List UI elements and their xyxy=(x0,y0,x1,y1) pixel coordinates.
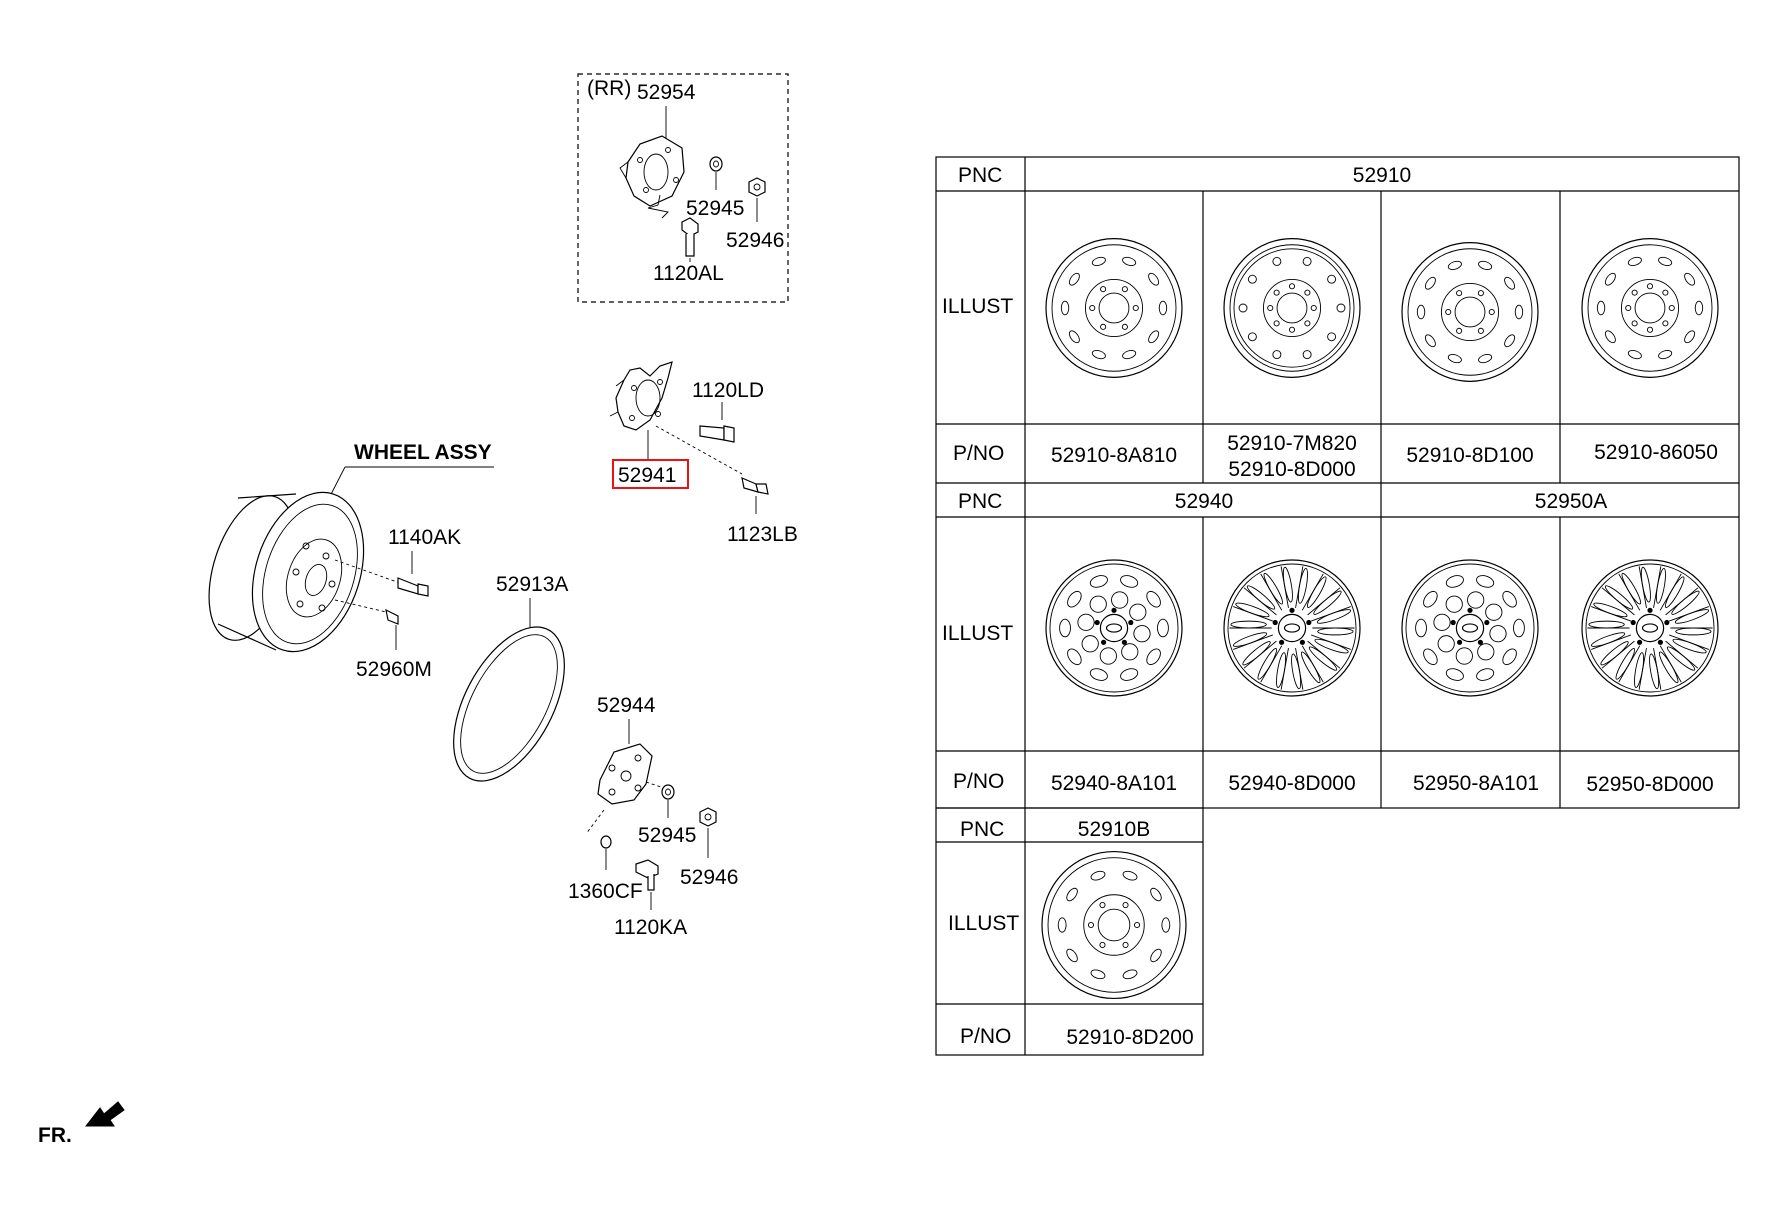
pno-52910-8D100[interactable]: 52910-8D100 xyxy=(1406,444,1533,467)
row-label-pnc-1: PNC xyxy=(958,164,1002,187)
pno-52910-7M820[interactable]: 52910-7M820 xyxy=(1227,432,1357,455)
nut-52946-icon xyxy=(699,807,717,827)
illust-steel-wheel-1 xyxy=(1045,238,1183,378)
part-label-1360CF[interactable]: 1360CF xyxy=(568,880,643,903)
bolt-1123LB-icon xyxy=(741,476,769,495)
side-ring-icon xyxy=(453,626,565,782)
illust-steel-wheel-5 xyxy=(1041,850,1187,1000)
illust-wheel-cover-4 xyxy=(1581,559,1719,697)
part-label-52945[interactable]: 52945 xyxy=(638,824,696,847)
pno-52910-8D200[interactable]: 52910-8D200 xyxy=(1066,1026,1193,1049)
front-direction-marker: FR. xyxy=(38,1101,125,1147)
stud-52960M-icon xyxy=(385,608,399,625)
illust-steel-wheel-4 xyxy=(1581,238,1719,378)
illust-wheel-cover-3 xyxy=(1401,559,1539,697)
part-label-1120LD[interactable]: 1120LD xyxy=(692,379,764,402)
illustrations xyxy=(1041,238,1719,1000)
rr-carrier-bracket-icon xyxy=(619,135,685,207)
highlight-box-52941 xyxy=(612,459,689,489)
front-marker-label: FR. xyxy=(38,1124,72,1147)
part-label-52945-rr[interactable]: 52945 xyxy=(686,197,744,220)
part-label-52941[interactable]: 52941 xyxy=(618,464,676,487)
pno-52940-8D000[interactable]: 52940-8D000 xyxy=(1228,772,1355,795)
rr-nut-icon xyxy=(748,177,766,197)
illust-wheel-cover-2 xyxy=(1223,559,1361,697)
pnc-52910: 52910 xyxy=(1353,164,1411,187)
side-ring-group: 52913A xyxy=(453,573,568,782)
front-arrow-icon xyxy=(84,1101,125,1127)
row-label-illust-3: ILLUST xyxy=(948,912,1019,935)
part-label-52944[interactable]: 52944 xyxy=(597,694,656,717)
rr-washer-icon xyxy=(709,156,723,172)
rr-bolt-icon xyxy=(681,217,699,257)
row-label-illust-2: ILLUST xyxy=(942,622,1013,645)
part-label-52954[interactable]: 52954 xyxy=(637,81,696,104)
part-table: PNC ILLUST P/NO PNC ILLUST P/NO PNC ILLU… xyxy=(935,156,1740,1056)
hub-bracket-plate-icon xyxy=(597,743,653,805)
row-label-pnc-3: PNC xyxy=(960,818,1004,841)
pnc-52940: 52940 xyxy=(1175,490,1233,513)
part-label-52946[interactable]: 52946 xyxy=(680,866,738,889)
row-label-pno-3: P/NO xyxy=(960,1025,1011,1048)
rr-tag-label: (RR) xyxy=(587,77,631,100)
hub-bracket-group: 52944 52945 52946 xyxy=(568,694,738,939)
rr-group-frame xyxy=(577,73,789,303)
illust-wheel-cover-1 xyxy=(1045,559,1183,697)
part-label-52960M[interactable]: 52960M xyxy=(356,658,432,681)
steel-wheel-assembly-icon xyxy=(208,491,365,653)
bolt-1120KA-icon xyxy=(635,859,659,891)
row-label-pno-1: P/NO xyxy=(953,442,1004,465)
rr-group: (RR) 52954 52945 xyxy=(577,73,789,303)
wheel-assy-label[interactable]: WHEEL ASSY xyxy=(354,441,492,464)
front-carrier-group: 1120LD 52941 1123LB xyxy=(609,361,798,546)
bolt-1140AK-icon xyxy=(397,577,429,597)
part-label-1140AK[interactable]: 1140AK xyxy=(388,526,461,549)
illust-steel-wheel-3 xyxy=(1401,242,1539,382)
pno-52950-8D000[interactable]: 52950-8D000 xyxy=(1586,773,1713,796)
row-label-pnc-2: PNC xyxy=(958,490,1002,513)
pnc-52950A: 52950A xyxy=(1535,490,1607,513)
front-carrier-bracket-icon xyxy=(609,361,673,431)
pno-52910-8D000[interactable]: 52910-8D000 xyxy=(1228,458,1355,481)
clip-1360CF-icon xyxy=(600,835,612,849)
pno-52910-86050[interactable]: 52910-86050 xyxy=(1594,441,1718,464)
bolt-1120LD-icon xyxy=(699,425,735,443)
part-label-1120KA[interactable]: 1120KA xyxy=(614,916,687,939)
pno-52940-8A101[interactable]: 52940-8A101 xyxy=(1051,772,1177,795)
washer-52945-icon xyxy=(661,784,675,800)
exploded-view: (RR) 52954 52945 xyxy=(38,73,798,1147)
pno-52950-8A101[interactable]: 52950-8A101 xyxy=(1413,772,1539,795)
pno-52910-8A810[interactable]: 52910-8A810 xyxy=(1051,444,1177,467)
row-label-pno-2: P/NO xyxy=(953,770,1004,793)
pnc-52910B: 52910B xyxy=(1078,818,1150,841)
part-label-1123LB[interactable]: 1123LB xyxy=(727,523,798,546)
wheel-assy-group: WHEEL ASSY 1140AK xyxy=(208,441,494,681)
illust-steel-wheel-2 xyxy=(1223,238,1361,378)
row-label-illust-1: ILLUST xyxy=(942,295,1013,318)
part-label-52946-rr[interactable]: 52946 xyxy=(726,229,784,252)
table-grid xyxy=(935,156,1740,1056)
part-label-52913A[interactable]: 52913A xyxy=(496,573,568,596)
part-label-1120AL[interactable]: 1120AL xyxy=(653,262,724,285)
